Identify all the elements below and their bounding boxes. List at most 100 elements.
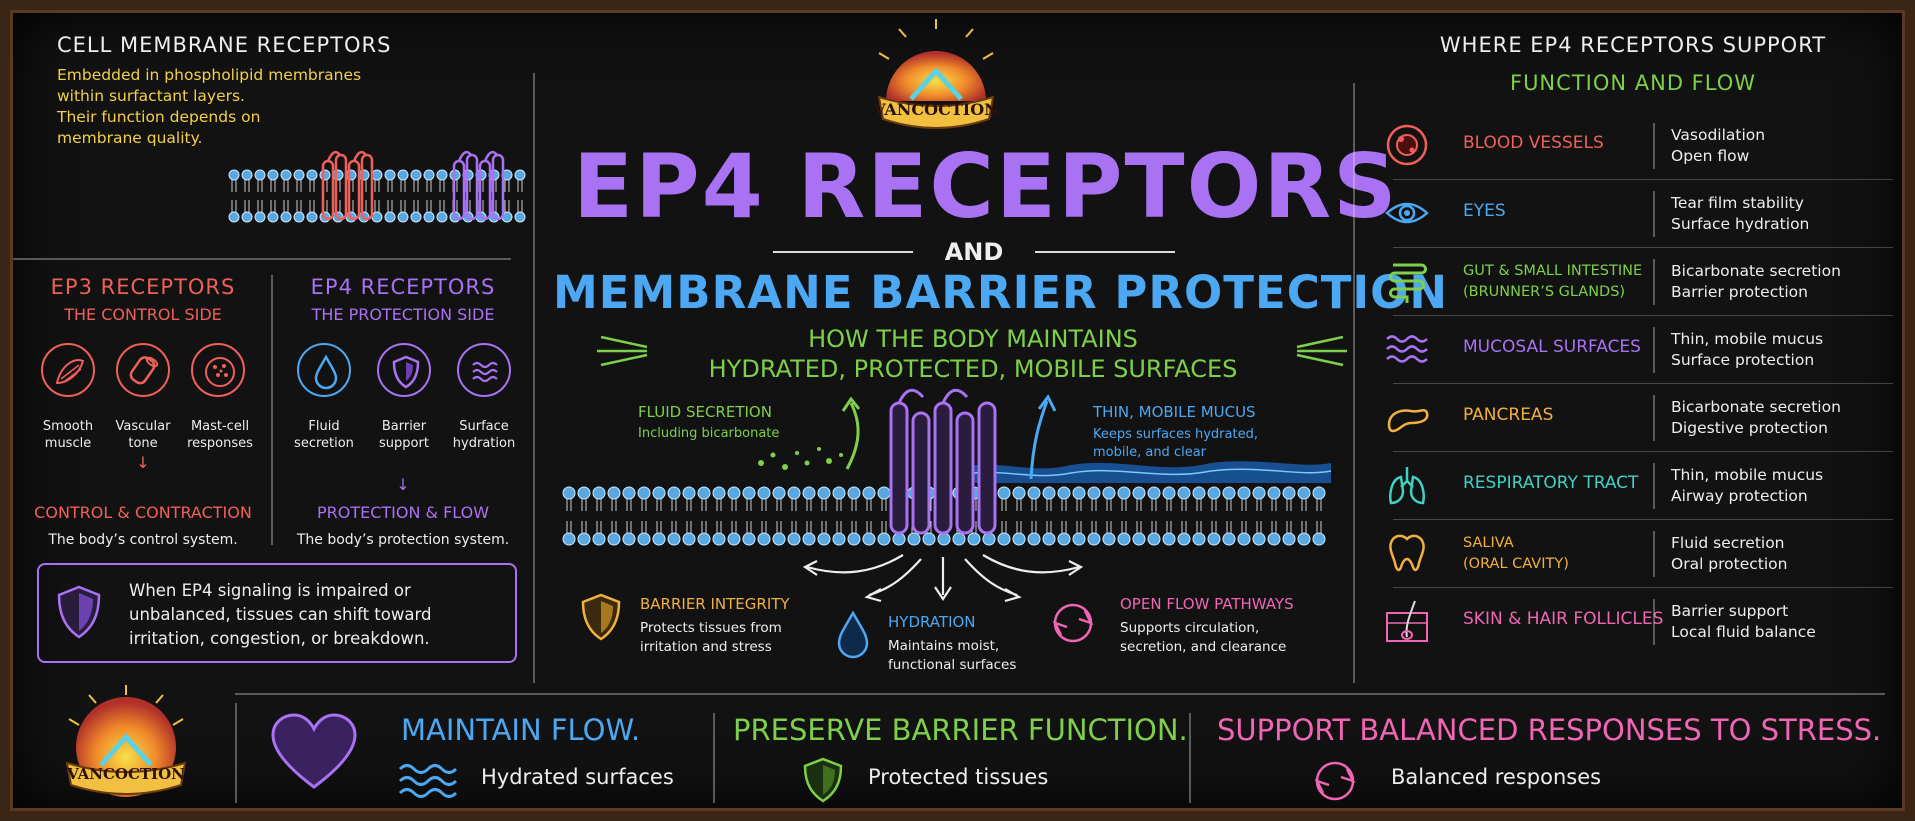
organ-desc-line: Airway protection — [1671, 487, 1808, 505]
organ-desc-line: Barrier protection — [1671, 283, 1808, 301]
open-flow-title: OPEN FLOW PATHWAYS — [1120, 595, 1294, 613]
intestine-icon — [1389, 263, 1427, 303]
divider — [1353, 83, 1355, 683]
organ-desc-line: Surface hydration — [1671, 215, 1810, 233]
divider — [13, 258, 511, 260]
organ-label: RESPIRATORY TRACT — [1463, 473, 1638, 494]
divider — [1393, 315, 1893, 316]
organ-label-line: SALIVA — [1463, 535, 1514, 551]
mucosal-waves-icon — [1386, 335, 1428, 363]
tagline-line: HYDRATED, PROTECTED, MOBILE SURFACES — [708, 355, 1238, 383]
cycle-icon — [1314, 761, 1356, 801]
ep3-subtitle: THE CONTROL SIDE — [64, 305, 222, 324]
fluid-secretion-title: FLUID SECRETION — [638, 403, 772, 421]
preserve-title: PRESERVE BARRIER FUNCTION. — [733, 713, 1188, 747]
organ-label: BLOOD VESSELS — [1463, 133, 1604, 154]
right-subtitle: FUNCTION AND FLOW — [1509, 71, 1756, 95]
organ-desc-line: Thin, mobile mucus — [1671, 330, 1824, 348]
organ-desc-line: Bicarbonate secretion — [1671, 262, 1841, 280]
support-sub: Balanced responses — [1391, 765, 1602, 789]
divider — [1653, 599, 1655, 645]
organ-label: PANCREAS — [1463, 405, 1553, 426]
ep4-subtitle: THE PROTECTION SIDE — [311, 305, 495, 324]
organ-desc-line: Thin, mobile mucus — [1671, 466, 1824, 484]
cycle-icon — [1052, 603, 1094, 643]
ep4-result: PROTECTION & FLOW — [316, 503, 490, 522]
divider — [271, 275, 273, 545]
organ-label: MUCOSAL SURFACES — [1463, 337, 1641, 358]
organ-desc-line: Oral protection — [1671, 555, 1788, 573]
divider — [1393, 247, 1893, 248]
blood-vessel-icon — [1386, 124, 1428, 166]
organ-desc-line: Bicarbonate secretion — [1671, 398, 1841, 416]
tagline-accent — [597, 335, 648, 367]
divider — [1393, 451, 1893, 452]
fluid-secretion-desc: Including bicarbonate — [638, 426, 780, 441]
support-title: SUPPORT BALANCED RESPONSES TO STRESS. — [1217, 713, 1882, 747]
shield-icon — [57, 585, 101, 639]
organ-label-line: GUT & SMALL INTESTINE — [1463, 263, 1643, 279]
divider — [713, 713, 715, 803]
logo-text: VANCOCTION — [873, 100, 999, 119]
chalkboard: CELL MEMBRANE RECEPTORS Embedded in phos… — [10, 10, 1905, 811]
organ-label-line: RESPIRATORY TRACT — [1463, 473, 1639, 493]
down-arrow: ↓ — [136, 453, 150, 472]
membrane-intro: Embedded in phospholipid membranes withi… — [57, 65, 361, 149]
ep3-title: EP3 RECEPTORS — [50, 275, 236, 299]
ep3-note: The body’s control system. — [48, 532, 238, 548]
mast-cell-icon — [191, 343, 245, 397]
logo-text: VANCOCTION — [67, 765, 185, 783]
organ-label-line: (BRUNNER’S GLANDS) — [1463, 284, 1626, 300]
shield-icon — [803, 757, 843, 803]
organ-label-line: BLOOD VESSELS — [1463, 133, 1604, 153]
down-arrow: ↓ — [396, 475, 410, 494]
hydration-desc: Maintains moist,functional surfaces — [888, 638, 1017, 673]
maintain-sub: Hydrated surfaces — [481, 765, 674, 789]
shield-icon — [581, 593, 621, 641]
divider — [773, 251, 913, 253]
divider — [1653, 395, 1655, 441]
divider — [1393, 587, 1893, 588]
shield-icon — [377, 343, 431, 397]
intro-line: Their function depends on — [57, 108, 261, 126]
skin-follicle-icon — [1386, 600, 1428, 642]
organ-label: EYES — [1463, 201, 1506, 222]
divider — [533, 73, 535, 683]
vessel-icon — [116, 343, 170, 397]
divider — [1035, 251, 1175, 253]
divider — [1653, 123, 1655, 169]
pancreas-icon — [1387, 409, 1429, 433]
membrane-illustration — [562, 388, 1332, 546]
organ-label-line: PANCREAS — [1463, 405, 1554, 425]
hydration-title: HYDRATION — [888, 613, 976, 631]
waves-icon — [457, 343, 511, 397]
right-title: WHERE EP4 RECEPTORS SUPPORT — [1439, 33, 1827, 57]
divider — [235, 703, 237, 803]
preserve-sub: Protected tissues — [868, 765, 1049, 789]
tagline-line: HOW THE BODY MAINTAINS — [808, 325, 1138, 353]
maintain-title: MAINTAIN FLOW. — [401, 713, 641, 747]
open-flow-desc: Supports circulation,secretion, and clea… — [1120, 620, 1287, 655]
organ-desc-line: Tear film stability — [1671, 194, 1804, 212]
organ-desc-line: Barrier support — [1671, 602, 1789, 620]
organ-label: SKIN & HAIR FOLLICLES — [1463, 609, 1663, 630]
intro-line: within surfactant layers. — [57, 87, 245, 105]
waves-icon — [398, 764, 458, 798]
divider — [1653, 327, 1655, 373]
ep3-result: CONTROL & CONTRACTION — [34, 503, 252, 522]
ep4-title: EP4 RECEPTORS — [310, 275, 496, 299]
divider — [1653, 191, 1655, 237]
